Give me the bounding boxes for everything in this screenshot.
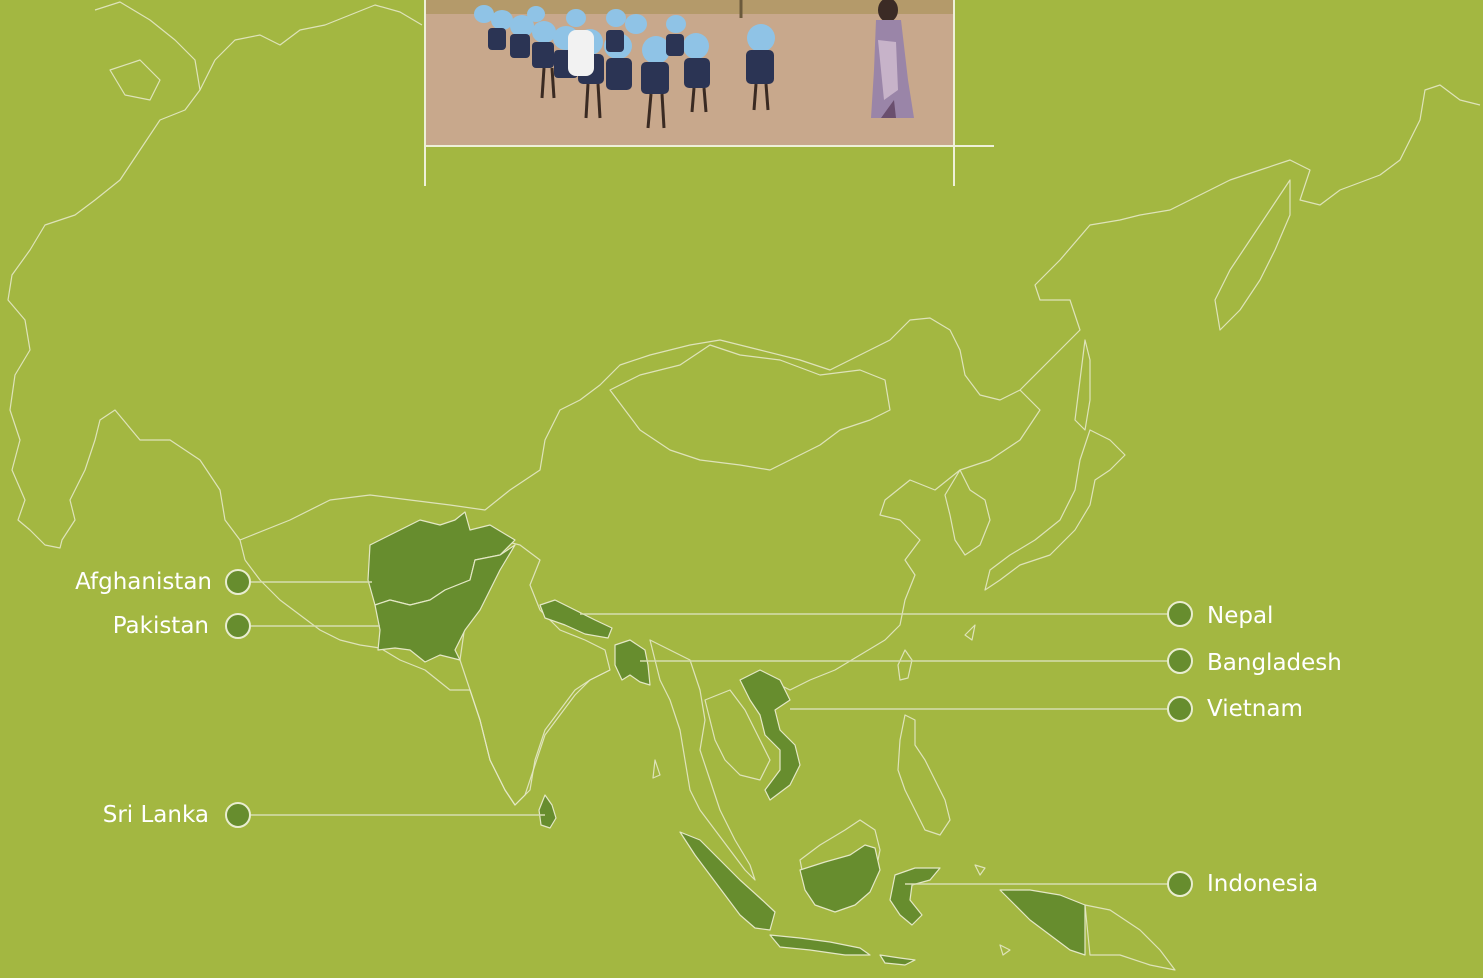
label-bangladesh[interactable]: Bangladesh xyxy=(1207,650,1342,676)
asia-outlines xyxy=(7,1,1481,971)
arctic-island xyxy=(109,59,161,101)
photo-frame-right xyxy=(953,0,955,186)
indonesia-java[interactable] xyxy=(769,934,871,956)
russia-far-east xyxy=(1019,84,1481,391)
label-indonesia[interactable]: Indonesia xyxy=(1207,871,1319,897)
photo-background-band xyxy=(426,0,954,14)
kamchatka xyxy=(1214,179,1291,331)
label-afghanistan[interactable]: Afghanistan xyxy=(75,569,212,595)
japan-outline xyxy=(984,429,1126,591)
label-pakistan[interactable]: Pakistan xyxy=(112,613,209,639)
schoolchildren-photo xyxy=(426,0,954,145)
photo-children xyxy=(474,5,775,129)
new-guinea-east xyxy=(1084,904,1176,971)
sakhalin xyxy=(1074,339,1091,431)
label-nepal[interactable]: Nepal xyxy=(1207,603,1274,629)
small-island-2 xyxy=(652,759,661,779)
indonesia-islands[interactable] xyxy=(879,954,916,966)
mongolia-outline xyxy=(609,344,891,471)
nepal-shape[interactable] xyxy=(539,599,613,639)
southeast-asia-mainland xyxy=(649,639,756,881)
philippines-outline xyxy=(897,714,951,836)
marker-pakistan[interactable] xyxy=(225,613,251,639)
indonesia-kalimantan[interactable] xyxy=(799,844,881,913)
russia-west-outline xyxy=(7,1,246,561)
thailand-cambodia xyxy=(704,689,771,781)
russia-north-coast xyxy=(199,4,423,91)
kazakhstan-china-border xyxy=(239,317,1021,541)
marker-indonesia[interactable] xyxy=(1167,871,1193,897)
bangladesh-shape[interactable] xyxy=(614,639,651,686)
marker-afghanistan[interactable] xyxy=(225,569,251,595)
indonesia-papua[interactable] xyxy=(999,889,1086,956)
leader-lines xyxy=(238,581,1180,885)
marker-nepal[interactable] xyxy=(1167,601,1193,627)
photo-child-white-shirt xyxy=(568,30,594,76)
label-vietnam[interactable]: Vietnam xyxy=(1207,696,1303,722)
small-island-4 xyxy=(974,864,986,876)
china-east-coast xyxy=(749,389,1041,691)
photo-frame-left xyxy=(424,0,426,186)
indonesia-sulawesi[interactable] xyxy=(889,867,941,926)
vietnam-shape[interactable] xyxy=(739,669,801,801)
marker-sri-lanka[interactable] xyxy=(225,802,251,828)
photo-frame-bottom xyxy=(426,145,994,147)
photo-illustration xyxy=(426,0,954,145)
taiwan-outline xyxy=(897,649,913,681)
label-sri-lanka[interactable]: Sri Lanka xyxy=(102,802,209,828)
korea-outline xyxy=(944,469,991,556)
indonesia-sumatra[interactable] xyxy=(679,831,776,931)
sri-lanka-shape[interactable] xyxy=(538,794,557,829)
markers xyxy=(225,569,1193,897)
pakistan-shape[interactable] xyxy=(374,544,516,663)
photo-teacher xyxy=(871,0,914,118)
highlighted-countries xyxy=(367,511,1086,966)
marker-bangladesh[interactable] xyxy=(1167,648,1193,674)
marker-vietnam[interactable] xyxy=(1167,696,1193,722)
small-island-1 xyxy=(964,624,976,641)
small-island-3 xyxy=(999,944,1011,956)
